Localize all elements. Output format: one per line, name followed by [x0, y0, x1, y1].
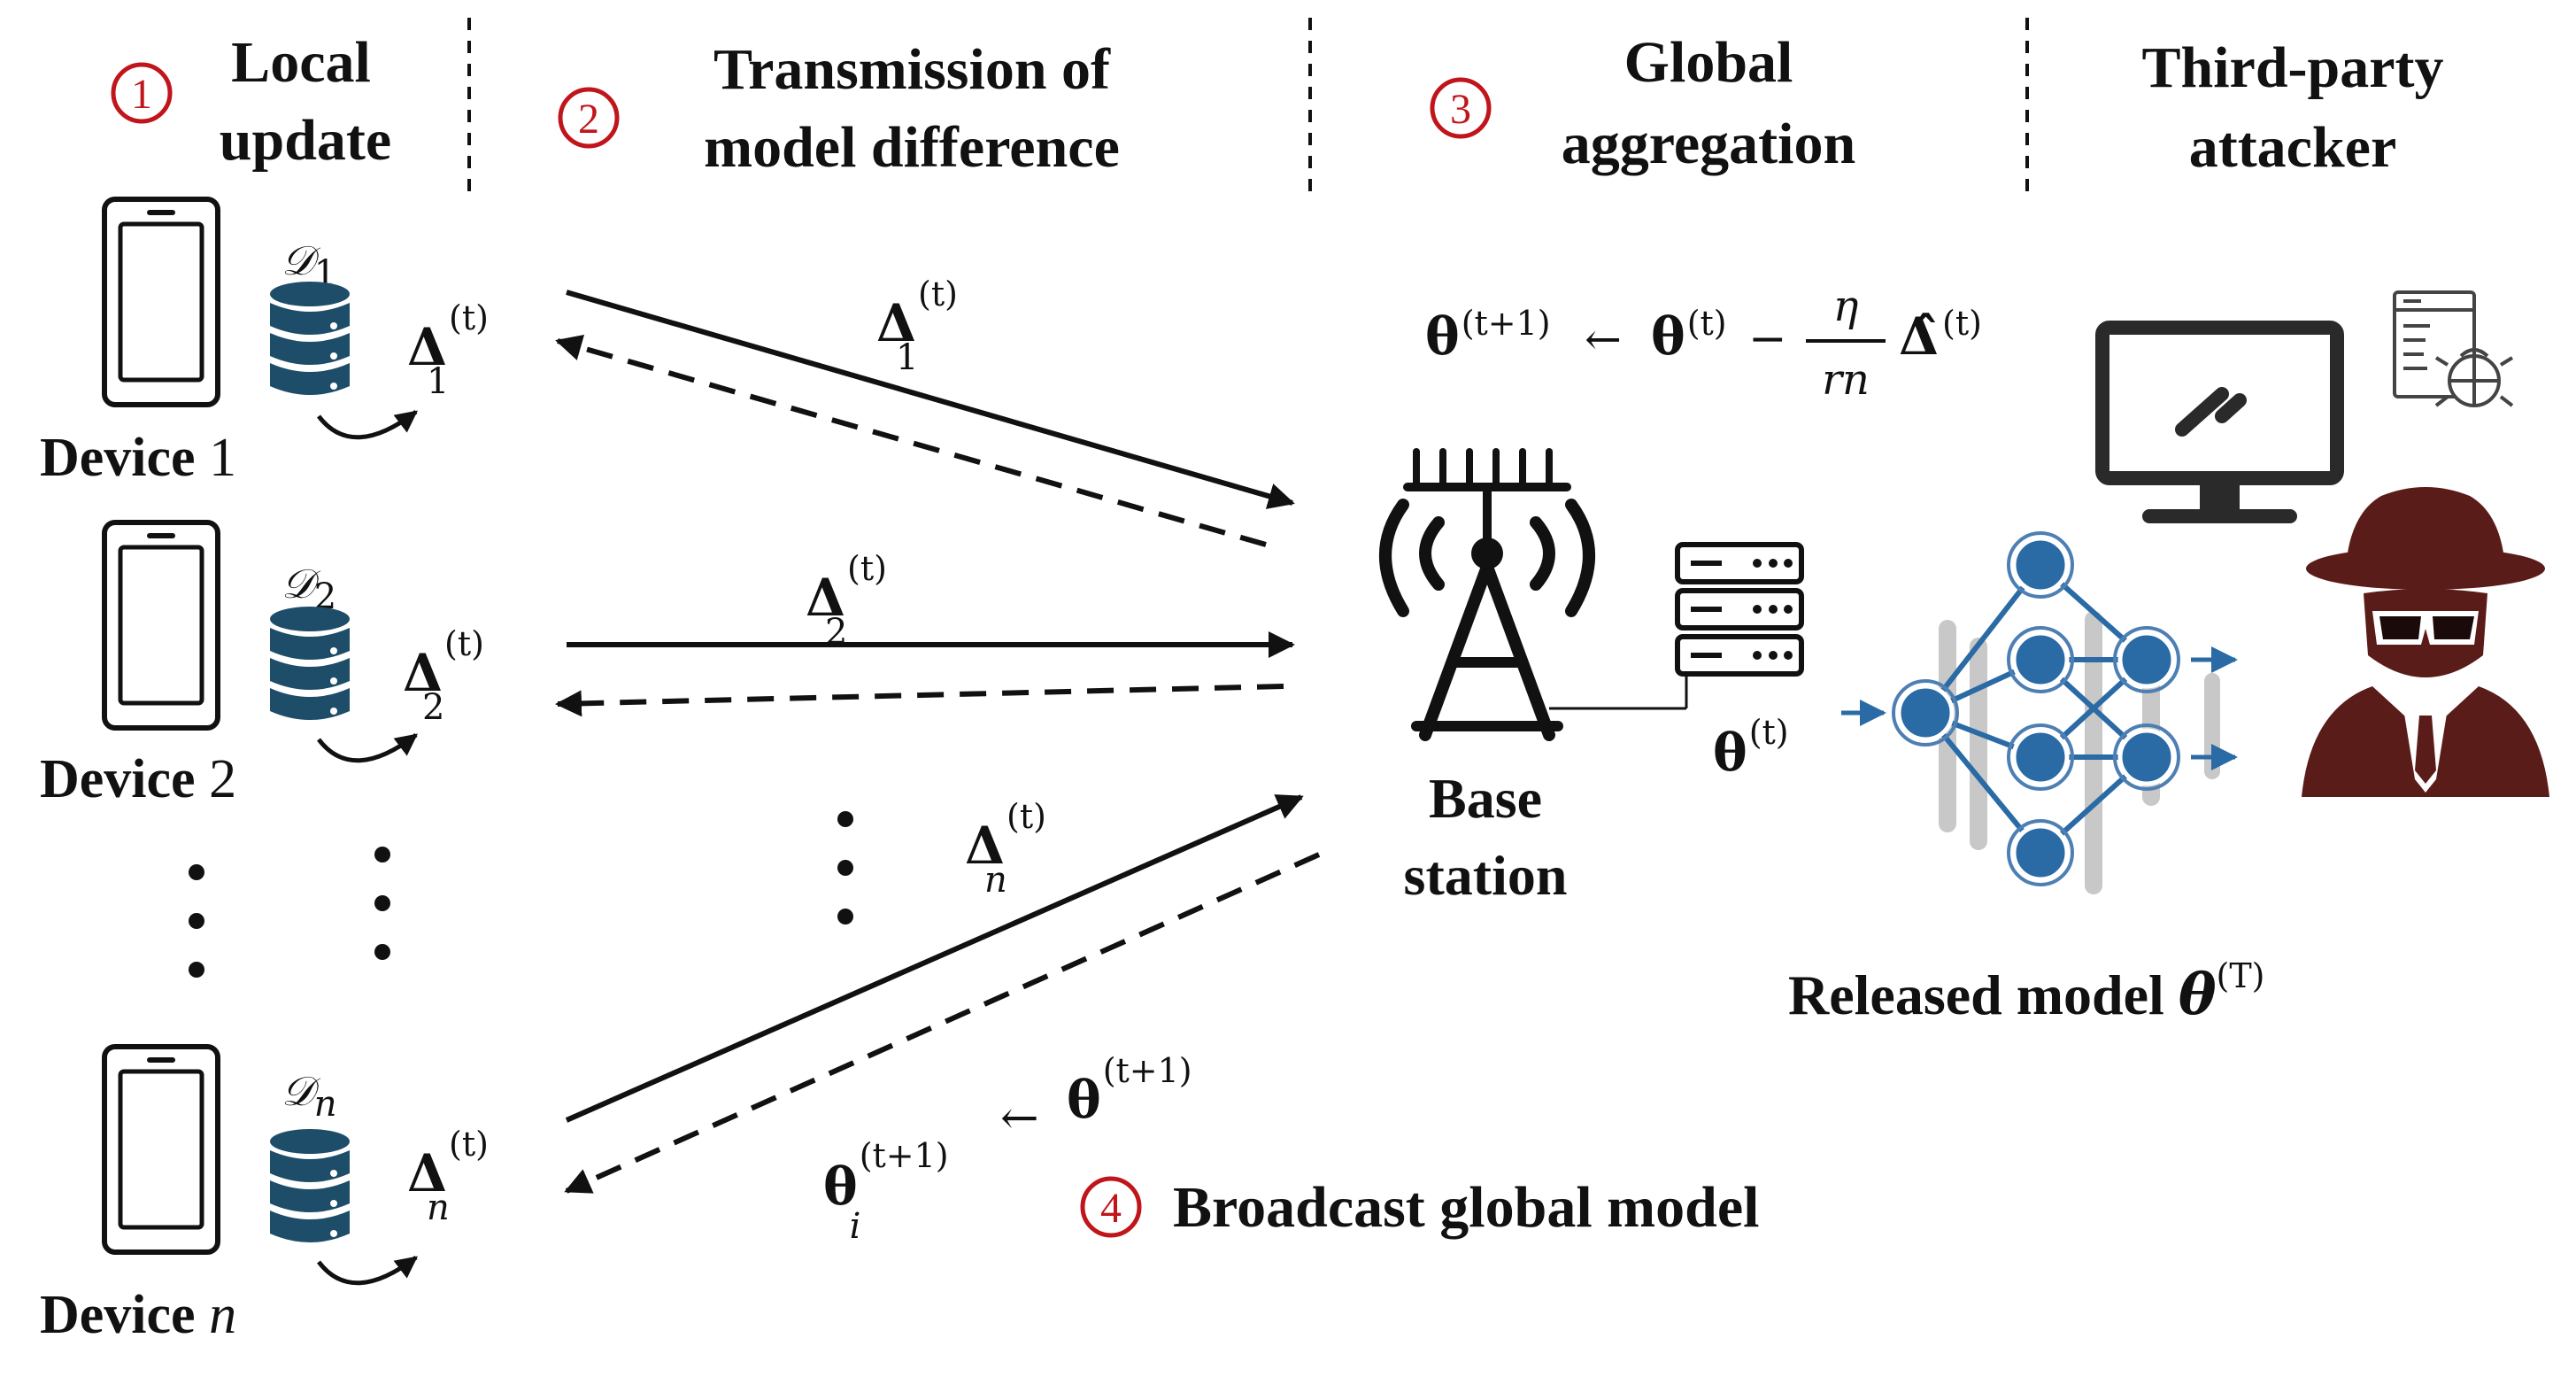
step-3-header: 3 Global aggregation: [1430, 30, 1855, 176]
monitor-icon: [2095, 321, 2344, 523]
step-1-number: 1: [131, 71, 152, 118]
phone-icon: [104, 199, 218, 405]
step-2-number: 2: [578, 96, 599, 143]
step-4-badge: [1080, 1176, 1142, 1238]
attacker-header: Third-party attacker: [2141, 35, 2443, 180]
minus-sign: −: [1748, 313, 1787, 366]
arrow-delta-1: Δ(t)1: [876, 275, 958, 378]
theta-next-label: θ(t+1): [1067, 1051, 1192, 1130]
device-n: 𝒟n Δ(t)n Device n: [40, 1047, 489, 1345]
arrow-delta-2: Δ(t)2: [806, 549, 887, 653]
arrow-delta-n: Δ(t)n: [965, 797, 1046, 901]
dataset-n-label: 𝒟n: [282, 1067, 336, 1125]
theta-next: θ(t+1): [1425, 304, 1551, 367]
server-icon: [1675, 542, 1804, 677]
step-3-number: 3: [1450, 86, 1471, 133]
step-3-title-line1: Global: [1624, 30, 1793, 95]
step-2-header: 2 Transmission of model difference: [558, 37, 1120, 180]
delta-n-label: Δ(t)n: [407, 1125, 489, 1228]
curved-arrow-icon: [319, 412, 416, 437]
step-2-title-line1: Transmission of: [713, 37, 1111, 102]
theta-current: θ(t): [1651, 304, 1727, 367]
broadcast-formula: θ(t+1)i ← θ(t+1): [823, 1051, 1192, 1247]
base-station-line1: Base: [1429, 767, 1542, 830]
delta-1-label: Δ(t)1: [407, 298, 489, 402]
tower-icon: [1379, 448, 1595, 741]
base-station-line2: station: [1404, 844, 1568, 907]
delta-2-label: Δ(t)2: [403, 624, 484, 728]
delta-hat: Δ̂(t): [1899, 304, 1982, 367]
phone-icon: [104, 522, 218, 728]
device-1: 𝒟1 Δ(t)1 Device 1: [40, 199, 489, 488]
assign-arrow: ←: [1585, 313, 1622, 365]
step-2-badge: [558, 87, 620, 149]
aggregation-formula: θ(t+1) ← θ(t) − η rn Δ̂(t): [1425, 282, 1982, 405]
bug-document-icon: [2393, 290, 2514, 407]
transmission-arrows: [555, 290, 1321, 1194]
neural-network-icon: [1841, 531, 2238, 894]
device-2-label: Device 2: [40, 749, 236, 809]
step-1-header: 1 Local update: [111, 30, 391, 173]
database-icon: [270, 607, 350, 720]
device-2: 𝒟2 Δ(t)2 Device 2: [40, 522, 484, 809]
spy-icon: [2302, 487, 2549, 797]
step-1-title-line1: Local: [231, 30, 371, 95]
step-3-title-line2: aggregation: [1562, 112, 1855, 176]
curved-arrow-icon: [319, 1257, 416, 1283]
released-model-label: Released model θ(T): [1788, 956, 2265, 1028]
step-3-badge: [1430, 77, 1492, 139]
database-icon: [270, 1129, 350, 1242]
step-1-title-line2: update: [220, 108, 391, 173]
step-4-number: 4: [1100, 1185, 1122, 1232]
eta-label: η: [1833, 282, 1859, 331]
device-n-label: Device n: [40, 1285, 236, 1345]
device-ellipsis: [189, 811, 853, 978]
attacker-title-line1: Third-party: [2141, 35, 2443, 100]
theta-i-label: θ(t+1)i: [823, 1136, 949, 1247]
rn-label: rn: [1822, 355, 1870, 405]
device-1-label: Device 1: [40, 428, 236, 488]
step-1-badge: [111, 62, 173, 124]
theta-t-label: θ(t): [1713, 713, 1789, 783]
curved-arrow-icon: [319, 735, 416, 761]
phone-icon: [104, 1047, 218, 1252]
broadcast-arrow: ←: [1000, 1092, 1039, 1145]
step-4-label: 4 Broadcast global model: [1080, 1175, 1759, 1240]
attacker-title-line2: attacker: [2189, 115, 2397, 180]
step-4-title: Broadcast global model: [1173, 1175, 1759, 1240]
step-2-title-line2: model difference: [704, 115, 1120, 180]
dataset-2-label: 𝒟2: [282, 560, 336, 617]
database-icon: [270, 282, 350, 395]
